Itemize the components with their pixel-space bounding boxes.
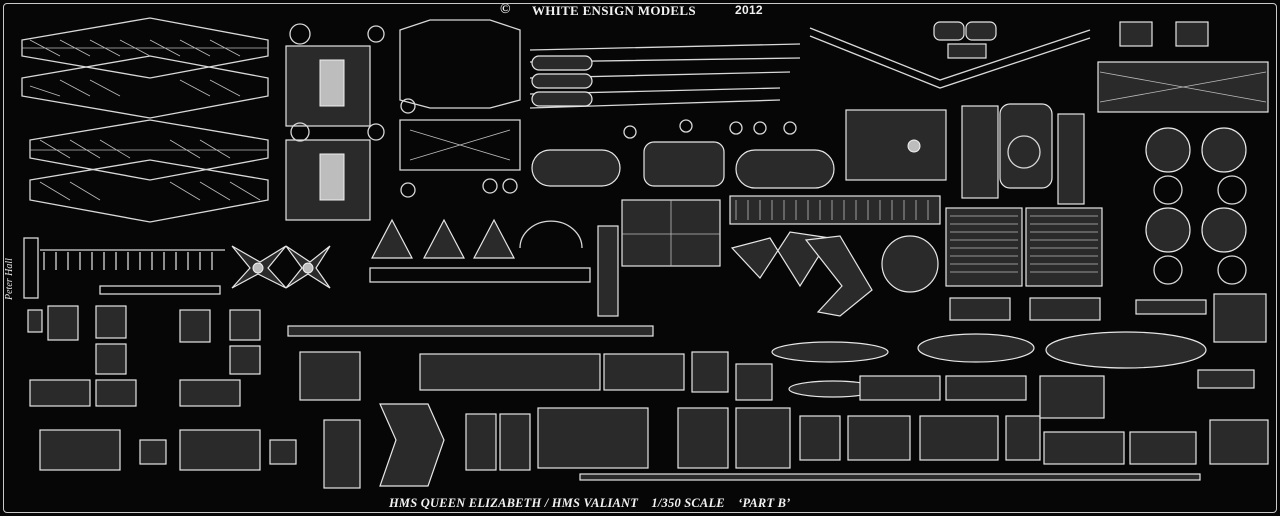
triangular-braces — [369, 218, 619, 317]
crane-jib-upper — [21, 17, 269, 119]
ladder-parts — [285, 23, 385, 221]
propeller-parts — [231, 245, 331, 289]
deck-grid-panel — [621, 199, 721, 267]
fret-year: 2012 — [735, 3, 763, 17]
davit-frames — [399, 19, 521, 171]
box-pieces-row — [677, 407, 1269, 469]
misc-fittings-lower — [299, 297, 1105, 489]
railing-strips-left — [23, 237, 225, 299]
fret-title: HMS QUEEN ELIZABETH / HMS VALIANT 1/350 … — [389, 496, 791, 510]
manufacturer-name: WHITE ENSIGN MODELS — [532, 3, 696, 18]
crane-jib-lower — [29, 119, 269, 223]
grating-panels — [729, 195, 1103, 287]
searchlight-parts — [1097, 21, 1269, 389]
fittings-cluster-left — [27, 305, 297, 471]
v-frame-top — [809, 21, 1091, 89]
gun-mount-top — [845, 103, 1085, 205]
boom-rows — [529, 43, 801, 109]
ring-fittings — [400, 98, 797, 198]
long-strips — [287, 325, 1201, 481]
chevron-platforms — [730, 231, 939, 317]
fret-frame — [3, 3, 1277, 513]
boat-hulls — [531, 141, 1207, 398]
fret-header: © WHITE ENSIGN MODELS 2012 — [0, 2, 1280, 20]
copyright-symbol: © — [500, 2, 511, 17]
